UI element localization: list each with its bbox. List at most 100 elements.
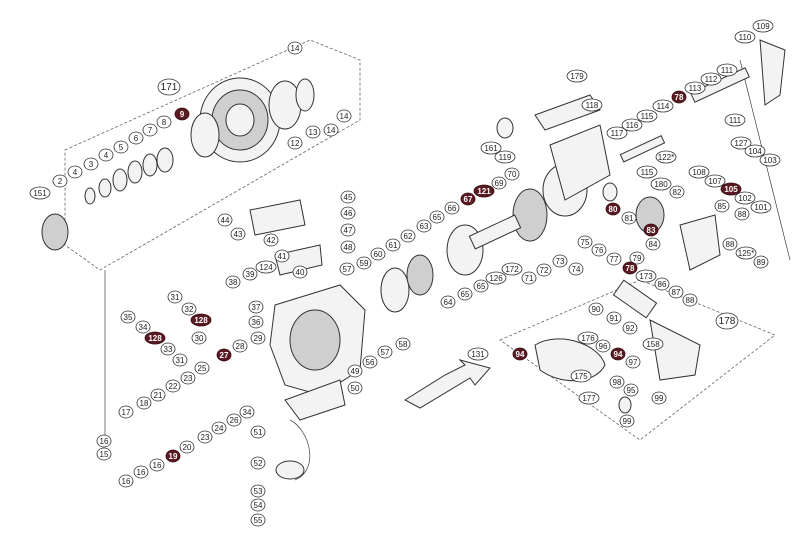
part-label-text: 176 bbox=[581, 334, 595, 343]
part-label-8: 8 bbox=[156, 115, 172, 129]
part-label-text: 7 bbox=[148, 126, 153, 135]
part-label-126: 126 bbox=[485, 271, 507, 285]
part-label-48: 48 bbox=[340, 240, 356, 254]
part-label-158: 158 bbox=[642, 337, 664, 351]
part-label-text: 88 bbox=[738, 210, 747, 219]
part-label-text: 36 bbox=[252, 318, 261, 327]
part-label-text: 80 bbox=[609, 205, 618, 214]
part-label-115: 115 bbox=[636, 109, 658, 123]
part-label-115: 115 bbox=[636, 165, 658, 179]
part-label-16: 16 bbox=[149, 458, 165, 472]
part-label-99: 99 bbox=[619, 414, 635, 428]
part-label-66: 66 bbox=[444, 201, 460, 215]
part-label-text: 23 bbox=[184, 374, 193, 383]
part-label-text: 55 bbox=[254, 516, 263, 525]
part-label-70: 70 bbox=[504, 167, 520, 181]
part-label-text: 95 bbox=[627, 386, 636, 395]
part-label-171: 171 bbox=[157, 78, 181, 96]
part-label-text: 86 bbox=[658, 280, 667, 289]
part-label-text: 60 bbox=[374, 250, 383, 259]
part-label-151: 151 bbox=[29, 186, 51, 200]
part-label-text: 128 bbox=[148, 334, 162, 343]
part-label-91: 91 bbox=[606, 311, 622, 325]
part-label-53: 53 bbox=[250, 484, 266, 498]
part-label-text: 119 bbox=[499, 153, 512, 162]
part-label-17: 17 bbox=[118, 405, 134, 419]
part-label-text: 180 bbox=[654, 180, 668, 189]
part-label-21: 21 bbox=[150, 388, 166, 402]
part-label-text: 179 bbox=[570, 72, 584, 81]
part-label-text: 39 bbox=[246, 270, 255, 279]
part-label-131: 131 bbox=[467, 347, 489, 361]
part-label-103: 103 bbox=[759, 153, 781, 167]
part-label-51: 51 bbox=[250, 425, 266, 439]
part-label-text: 23 bbox=[201, 433, 210, 442]
part-label-text: 94 bbox=[516, 350, 525, 359]
part-number-labels: 1417198765434215113141412454647484443424… bbox=[29, 19, 781, 527]
part-label-77: 77 bbox=[606, 252, 622, 266]
part-label-text: 34 bbox=[139, 323, 148, 332]
part-label-177: 177 bbox=[578, 391, 600, 405]
part-label-101: 101 bbox=[750, 200, 772, 214]
part-label-text: 6 bbox=[134, 134, 139, 143]
part-label-text: 81 bbox=[625, 214, 634, 223]
part-label-78: 78 bbox=[622, 261, 638, 275]
part-label-90: 90 bbox=[588, 302, 604, 316]
part-label-121: 121 bbox=[473, 184, 495, 198]
part-label-text: 64 bbox=[444, 298, 453, 307]
part-label-text: 22 bbox=[169, 382, 178, 391]
part-label-28: 28 bbox=[232, 339, 248, 353]
part-label-text: 99 bbox=[623, 417, 632, 426]
part-label-text: 85 bbox=[718, 202, 727, 211]
part-label-128: 128 bbox=[144, 331, 166, 345]
part-label-127: 127 bbox=[730, 136, 752, 150]
part-label-text: 31 bbox=[171, 293, 180, 302]
part-label-text: 33 bbox=[164, 345, 173, 354]
part-label-176: 176 bbox=[577, 331, 599, 345]
part-label-text: 50 bbox=[351, 384, 360, 393]
part-label-65: 65 bbox=[457, 287, 473, 301]
part-label-3: 3 bbox=[83, 157, 99, 171]
part-label-text: 4 bbox=[73, 168, 78, 177]
part-label-65: 65 bbox=[429, 210, 445, 224]
handle-group-box bbox=[499, 279, 776, 441]
part-label-83: 83 bbox=[643, 223, 659, 237]
part-label-text: 72 bbox=[540, 266, 549, 275]
part-label-text: 14 bbox=[327, 126, 336, 135]
part-label-26: 26 bbox=[226, 413, 242, 427]
part-label-text: 151 bbox=[33, 189, 47, 198]
part-label-text: 161 bbox=[484, 144, 498, 153]
handle-assembly bbox=[534, 279, 701, 414]
part-label-47: 47 bbox=[340, 223, 356, 237]
part-label-67: 67 bbox=[460, 192, 476, 206]
part-label-31: 31 bbox=[167, 290, 183, 304]
reel-body bbox=[249, 188, 548, 421]
part-label-text: 92 bbox=[626, 324, 635, 333]
part-label-84: 84 bbox=[645, 237, 661, 251]
part-label-text: 20 bbox=[183, 443, 192, 452]
part-label-text: 171 bbox=[161, 82, 178, 93]
part-label-80: 80 bbox=[605, 202, 621, 216]
part-label-text: 41 bbox=[278, 252, 287, 261]
part-label-173: 173 bbox=[635, 269, 657, 283]
part-label-text: 104 bbox=[748, 147, 762, 156]
part-label-text: 115 bbox=[641, 168, 654, 177]
part-label-96: 96 bbox=[595, 339, 611, 353]
spool-group-box bbox=[64, 39, 361, 271]
part-label-text: 37 bbox=[252, 303, 261, 312]
direction-arrow bbox=[404, 359, 491, 409]
part-label-59: 59 bbox=[356, 256, 372, 270]
part-label-text: 125* bbox=[738, 249, 754, 258]
part-label-text: 16 bbox=[100, 437, 109, 446]
part-label-text: 19 bbox=[169, 452, 178, 461]
part-label-35: 35 bbox=[120, 310, 136, 324]
part-label-128: 128 bbox=[190, 313, 212, 327]
part-label-text: 54 bbox=[254, 501, 263, 510]
part-label-text: 105 bbox=[724, 185, 738, 194]
part-label-text: 114 bbox=[657, 102, 670, 111]
part-label-text: 65 bbox=[433, 213, 442, 222]
part-label-110: 110 bbox=[734, 30, 756, 44]
part-label-29: 29 bbox=[250, 331, 266, 345]
part-label-text: 14 bbox=[340, 112, 349, 121]
